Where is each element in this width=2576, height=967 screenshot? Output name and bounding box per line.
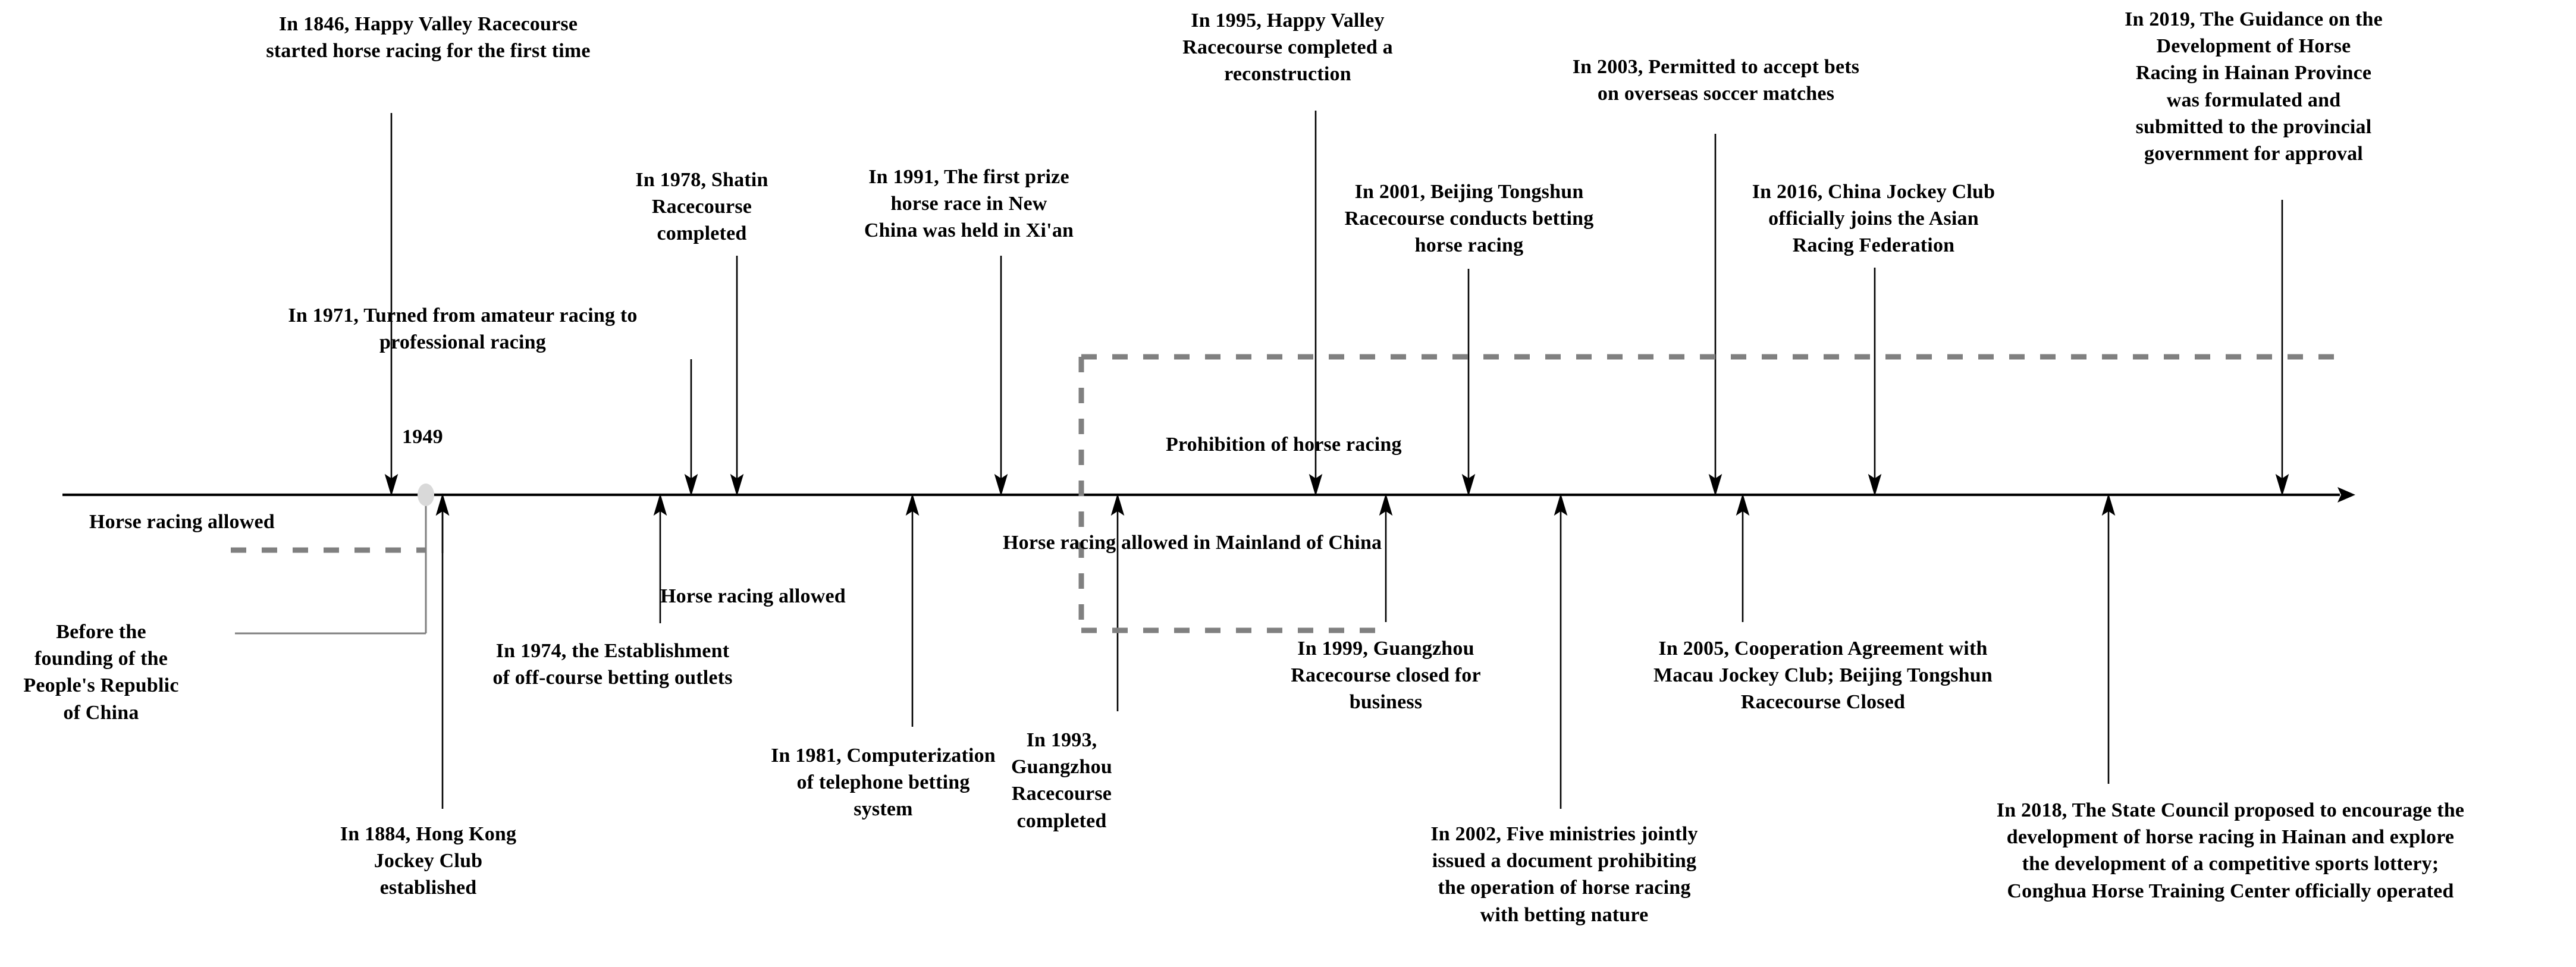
event-2001-arrow-down-icon <box>1461 473 1476 497</box>
event-1971-connector <box>684 359 698 497</box>
event-2001-label: In 2001, Beijing Tongshun Racecourse con… <box>1344 181 1594 257</box>
event-2002-connector <box>1554 493 1568 809</box>
event-2002-label: In 2002, Five ministries jointly issued … <box>1430 823 1698 926</box>
event-1991-label: In 1991, The first prize horse race in N… <box>864 166 1074 242</box>
event-1971-arrow-down-icon <box>684 473 698 497</box>
event-2003-label: In 2003, Permitted to accept bets on ove… <box>1572 56 1860 105</box>
event-1974-arrow-up-icon <box>653 493 667 516</box>
event-1981-label: In 1981, Computerization of telephone be… <box>771 745 996 821</box>
event-2005-label: In 2005, Cooperation Agreement with Maca… <box>1653 638 1993 714</box>
event-1993-label: In 1993, Guangzhou Racecourse completed <box>1011 729 1112 832</box>
event-1971-label: In 1971, Turned from amateur racing to p… <box>288 304 638 354</box>
event-2019-arrow-down-icon <box>2275 473 2289 497</box>
event-1993-arrow-up-icon <box>1110 493 1125 516</box>
event-1846-label: In 1846, Happy Valley Racecourse started… <box>266 13 591 62</box>
event-2016-label: In 2016, China Jockey Club officially jo… <box>1752 181 1995 257</box>
horse-racing-allowed-mid-caption: Horse racing allowed <box>660 585 846 607</box>
event-1981-arrow-up-icon <box>905 493 920 516</box>
prc-founding-leader-line <box>235 495 427 635</box>
event-1995-label: In 1995, Happy Valley Racecourse complet… <box>1182 10 1393 86</box>
event-1974-connector <box>653 493 667 623</box>
event-2003-connector <box>1708 134 1722 497</box>
event-2018-arrow-up-icon <box>2101 493 2116 516</box>
event-2016-connector <box>1868 268 1882 497</box>
event-1884-label: In 1884, Hong Kong Jockey Club establish… <box>340 823 517 899</box>
event-2005-arrow-up-icon <box>1736 493 1750 516</box>
event-1999-connector <box>1379 493 1393 622</box>
horse-racing-allowed-left-caption: Horse racing allowed <box>89 511 275 533</box>
event-2016-arrow-down-icon <box>1868 473 1882 497</box>
event-2003-arrow-down-icon <box>1708 473 1722 497</box>
event-1981-connector <box>905 493 920 727</box>
event-1995-connector <box>1309 111 1323 497</box>
event-2019-label: In 2019, The Guidance on the Development… <box>2125 8 2383 165</box>
event-1991-arrow-down-icon <box>994 473 1008 497</box>
year-1949-label: 1949 <box>402 426 443 448</box>
event-1999-arrow-up-icon <box>1379 493 1393 516</box>
event-1978-connector <box>730 256 744 497</box>
event-1995-arrow-down-icon <box>1309 473 1323 497</box>
timeline-axis-arrow-icon <box>2337 487 2355 503</box>
event-2002-arrow-up-icon <box>1554 493 1568 516</box>
event-1884-arrow-up-icon <box>435 493 450 516</box>
event-1978-arrow-down-icon <box>730 473 744 497</box>
horse-racing-allowed-mainland-caption: Horse racing allowed in Mainland of Chin… <box>1003 532 1382 554</box>
event-1884-connector <box>435 493 450 809</box>
event-2018-label: In 2018, The State Council proposed to e… <box>1996 799 2465 902</box>
event-1974-label: In 1974, the Establishment of off-course… <box>492 640 733 689</box>
prohibition-of-horse-racing-caption: Prohibition of horse racing <box>1166 434 1402 456</box>
event-2005-connector <box>1736 493 1750 622</box>
year-1949-marker <box>418 484 434 506</box>
event-2019-connector <box>2275 200 2289 497</box>
event-2001-connector <box>1461 269 1476 497</box>
event-1978-label: In 1978, Shatin Racecourse completed <box>635 169 768 245</box>
event-1993-connector <box>1110 493 1125 711</box>
event-1991-connector <box>994 256 1008 497</box>
event-1846-connector <box>384 113 399 497</box>
event-1999-label: In 1999, Guangzhou Racecourse closed for… <box>1291 638 1481 714</box>
event-2018-connector <box>2101 493 2116 784</box>
event-1846-arrow-down-icon <box>384 473 399 497</box>
event-prc-founding-label: Before the founding of the People's Repu… <box>23 621 179 724</box>
